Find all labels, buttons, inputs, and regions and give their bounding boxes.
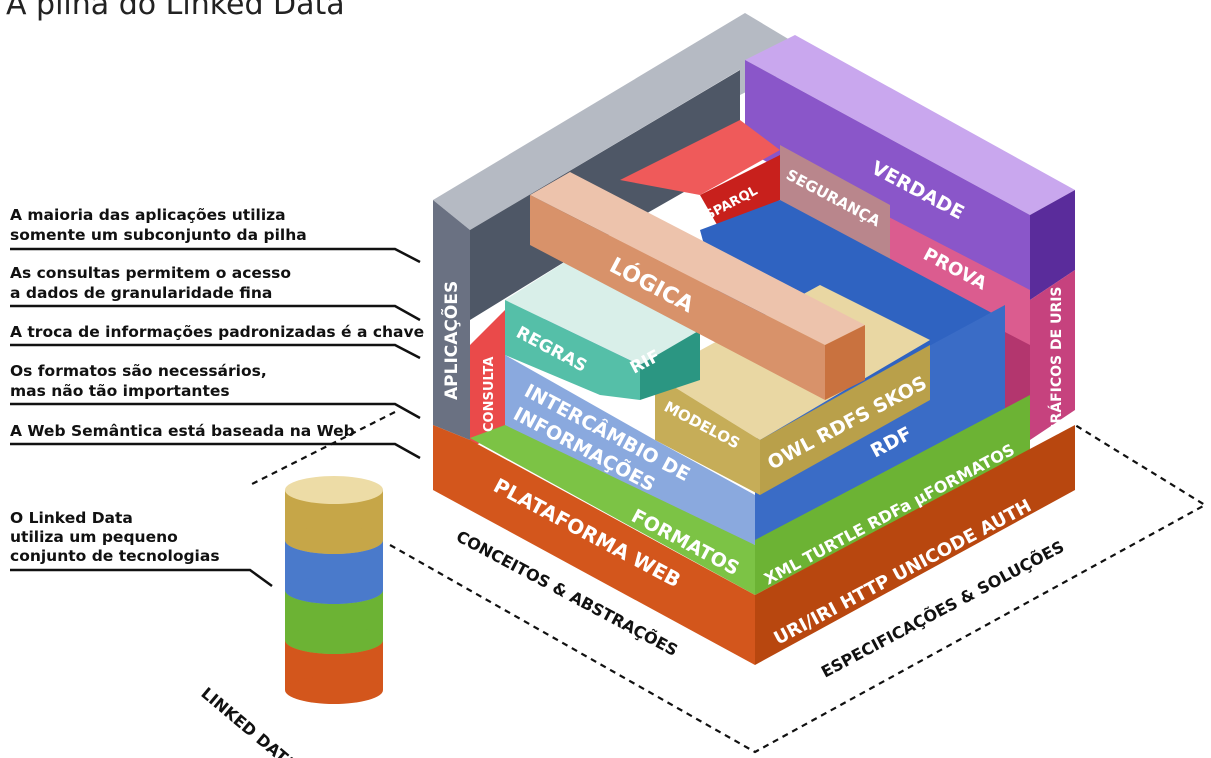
callout-plataforma: A Web Semântica está baseada na Web [10,422,421,460]
callouts: A maioria das aplicações utiliza somente… [10,206,424,588]
semantic-web-cube: APLICAÇÕES CONSULTA SPARQL SEGURANÇA VER… [433,13,1075,665]
owl-front [760,345,930,495]
callout-2-leader [10,304,421,322]
callout-1-line-1: A maioria das aplicações utiliza [10,206,286,224]
graficos-column [1030,270,1075,440]
verdade-front [745,60,1030,305]
callout-2-line-2: a dados de granularidade fina [10,284,272,302]
ground-edge-front [389,424,1208,754]
aplicacoes-wall-top [433,13,790,230]
sparql-block [700,155,780,230]
linked-data-cylinder [285,476,383,704]
callout-aplicacoes: A maioria das aplicações utiliza somente… [10,206,421,264]
consulta-block [470,310,505,448]
regras-front [505,300,640,400]
callout-6-leader [10,568,273,588]
logica-top [530,172,865,345]
ground-edge-left [249,411,396,486]
callout-1-leader [10,247,421,264]
label-graficos-de-uris: GRÁFICOS DE URIS [1048,286,1065,435]
page-title: A pilha do Linked Data [6,0,345,22]
callout-1-line-2: somente um subconjunto da pilha [10,226,307,244]
formatos-side [755,395,1030,595]
label-aplicacoes: APLICAÇÕES [439,281,462,400]
callout-4-line-1: Os formatos são necessários, [10,362,267,380]
formatos-front [470,425,755,595]
verdade-side [1030,190,1075,300]
plataforma-side [755,425,1075,665]
logica-side [825,325,865,400]
callout-5-leader [10,442,421,460]
regras-top [505,262,700,365]
callout-6-line-2: utiliza um pequeno [10,528,178,546]
plataforma-front [433,425,755,665]
callout-3-leader [10,343,421,360]
intercambio-block [505,355,755,545]
logica-front [530,195,825,400]
callout-4-leader [10,402,421,420]
callout-4-line-2: mas não tão importantes [10,382,230,400]
callout-3-line-1: A troca de informações padronizadas é a … [10,323,424,341]
callout-5-line-1: A Web Semântica está baseada na Web [10,422,355,440]
verdade-top [745,35,1075,215]
callout-linked-data: O Linked Data utiliza um pequeno conjunt… [10,509,273,588]
rif-block [640,330,700,400]
aplicacoes-pillar [433,200,470,440]
callout-intercambio: A troca de informações padronizadas é a … [10,323,424,360]
sparql-top [620,120,780,195]
callout-6-line-3: conjunto de tecnologias [10,547,220,565]
modelos-front [655,375,760,495]
label-linked-data: LINKED DATA [197,684,300,758]
callout-formatos: Os formatos são necessários, mas não tão… [10,362,421,420]
ground-plane [249,411,1208,754]
callout-consulta: As consultas permitem o acesso a dados d… [10,264,421,322]
seguranca-block [780,145,890,265]
callout-6-line-1: O Linked Data [10,509,133,527]
label-consulta: CONSULTA [482,357,497,432]
callout-2-line-1: As consultas permitem o acesso [10,264,291,282]
